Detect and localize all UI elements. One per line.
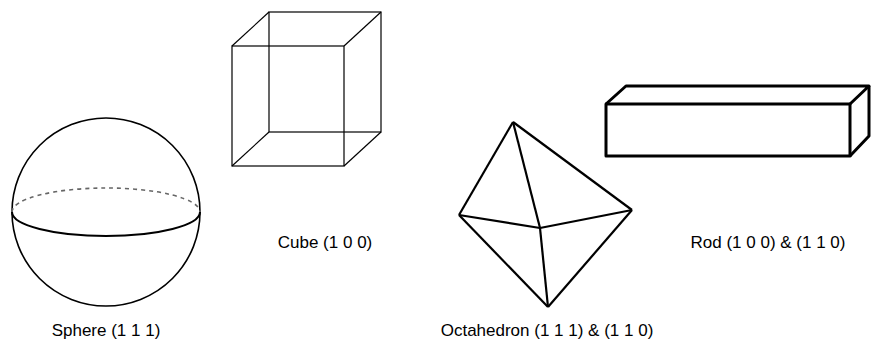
sphere-drawing — [12, 118, 200, 306]
shape-label: Octahedron (1 1 1) & (1 1 0) — [441, 321, 654, 341]
shape-label: Rod (1 0 0) & (1 1 0) — [691, 233, 846, 253]
shape-label: Cube (1 0 0) — [278, 233, 373, 253]
shape-label: Sphere (1 1 1) — [52, 321, 161, 341]
rod-drawing — [606, 86, 869, 156]
cube-drawing — [232, 12, 381, 166]
